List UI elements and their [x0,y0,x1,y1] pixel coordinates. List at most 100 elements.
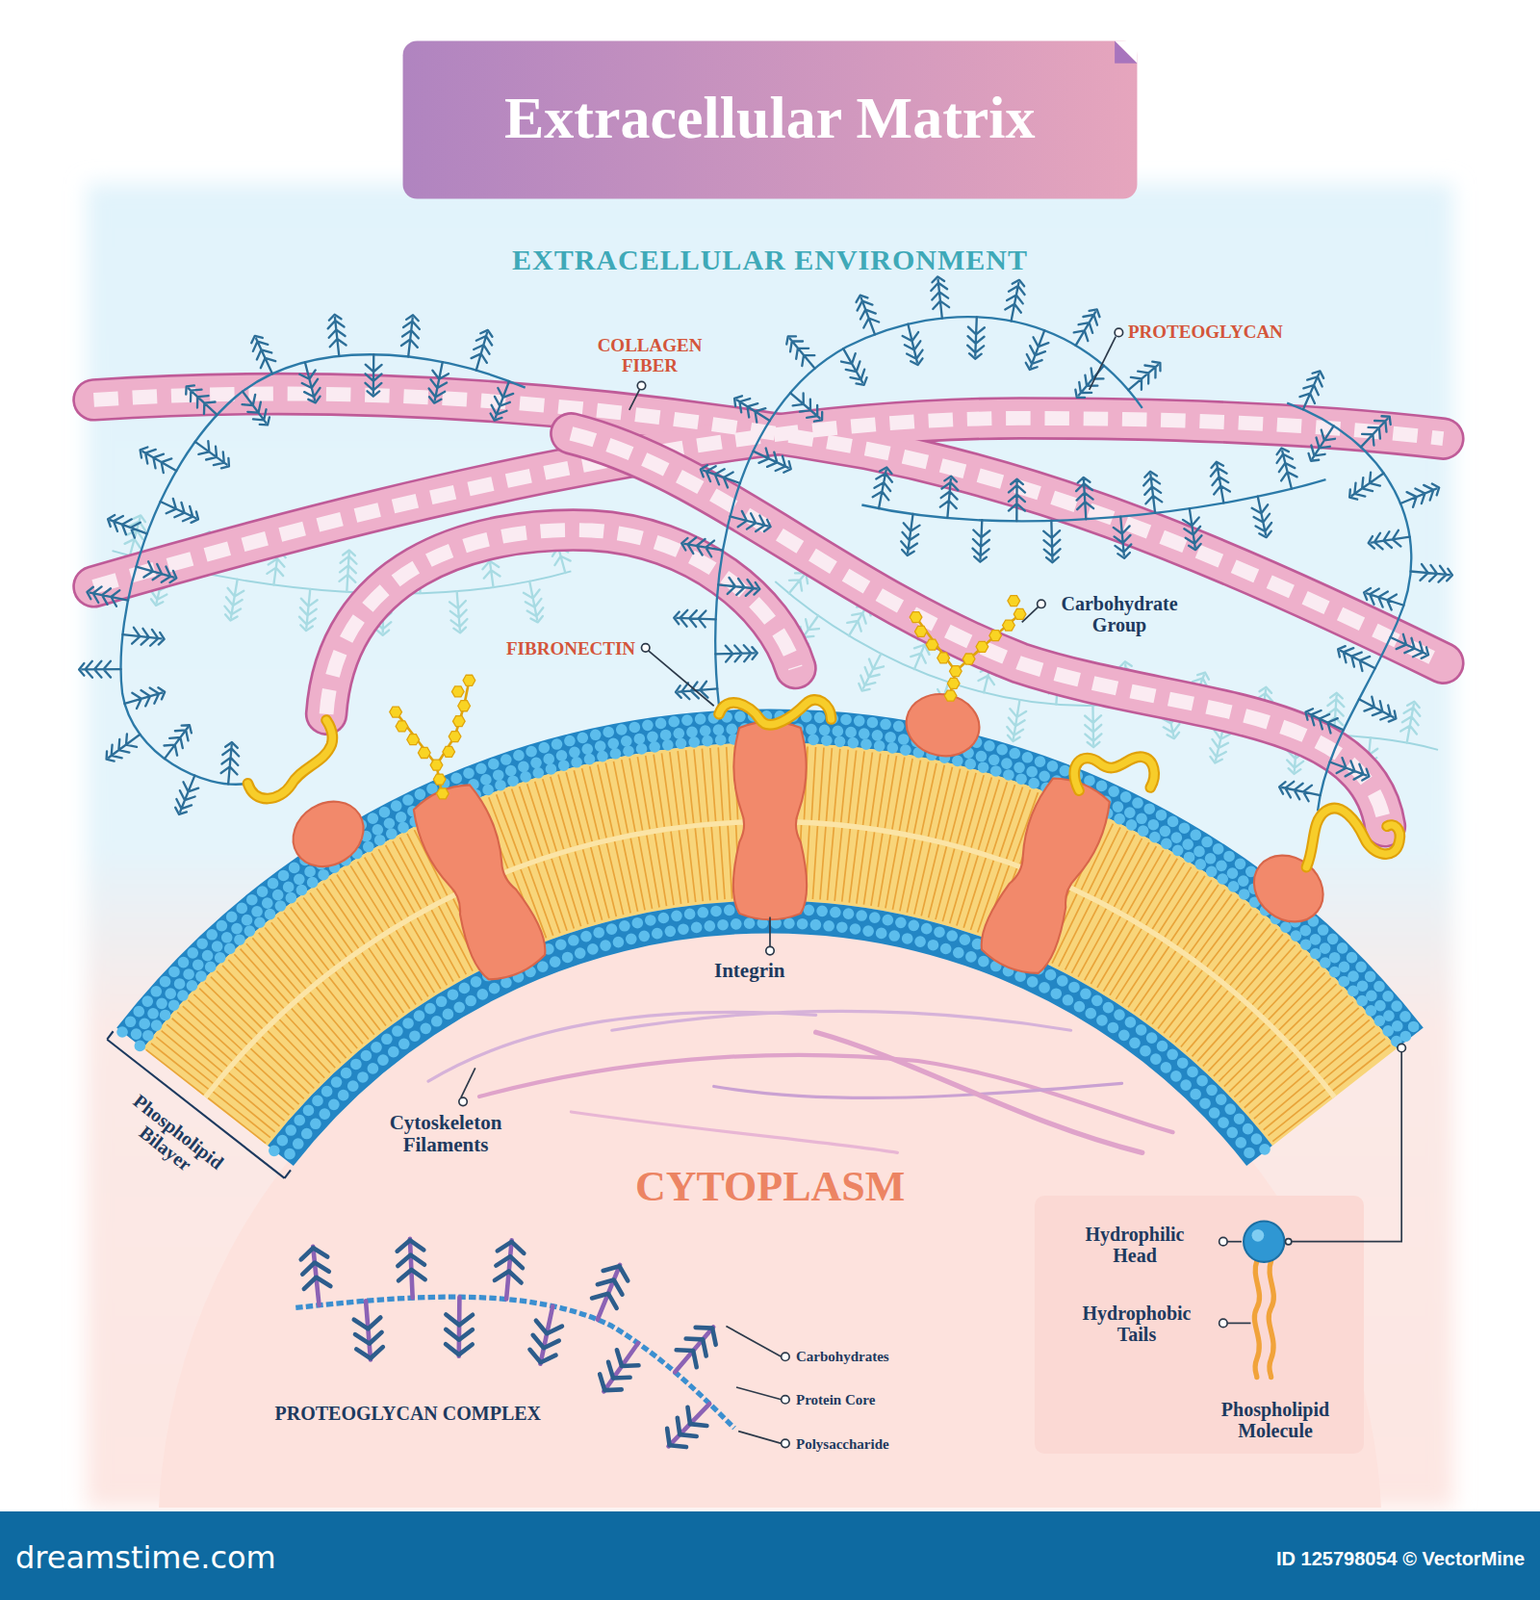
proteoglycan-backbone [715,316,1143,706]
sugar [1002,619,1016,631]
peripheral-protein [1240,841,1336,935]
peripheral-protein [900,687,986,763]
proteoglycan-branch [448,590,468,634]
inset-box: Hydrophilic HeadHydrophobic TailsPhospho… [1034,1195,1364,1454]
proteoglycan-branch [1068,305,1104,350]
sugar-chain [395,680,469,798]
proteoglycan-branch [104,511,151,541]
proteoglycan-branch [222,577,246,622]
sugar [389,706,403,718]
banner [403,40,1138,199]
proteoglycan-backbone [1286,403,1412,812]
proteoglycan-branch [135,442,180,478]
proteoglycan-branch [854,649,889,694]
filament [479,1054,1174,1132]
proteoglycan-branch [1022,327,1053,373]
proteoglycan-branch [364,354,382,397]
part-label: Carbohydrate Group [1052,592,1187,637]
proteoglycan-branch [190,435,234,473]
proteoglycan-branch [749,443,796,477]
proteoglycan-branch [1334,641,1379,676]
figure-label: PROTEOGLYCAN COMPLEX [275,1402,542,1424]
part-label: PROTEOGLYCAN [1128,321,1284,342]
fibronectin-strand [1306,808,1400,868]
membrane-proteins [281,687,1337,988]
proteoglycan-branch [1075,476,1094,519]
lipid-tail [1254,1260,1259,1378]
footer-bar [0,1511,1540,1600]
proteoglycan-branch [102,727,146,766]
proteoglycan-branch [1273,445,1300,490]
proteoglycan-branch [659,1393,720,1455]
banner-fold [1114,40,1137,63]
proteoglycan-branch [1360,584,1407,614]
proteoglycan-branch [78,661,122,678]
proteoglycan-branch [1327,754,1373,785]
sugar [975,641,989,652]
leader-line [1288,1052,1403,1242]
phospholipid-bilayer [122,716,1418,1160]
sugar [407,734,420,745]
banner-corner [1114,40,1137,63]
proteoglycan-branch [939,475,960,519]
leader-line [461,1067,476,1098]
sugar [914,625,927,637]
filament [428,1011,817,1081]
leader-line [769,917,771,948]
sugar [1007,595,1021,607]
part-label: Phospholipid Molecule [1210,1398,1341,1442]
proteoglycan-branch [171,771,203,818]
leader-dots [459,328,1124,1447]
filament [570,1111,898,1153]
proteoglycan-branch [1366,528,1411,551]
proteoglycan-branch [1410,563,1454,584]
proteoglycan-branch [1398,699,1422,745]
fibronectin [247,699,1400,868]
part-label: Integrin [714,959,786,983]
proteoglycan-branch [727,508,772,535]
part-label: Carbohydrates [795,1348,890,1365]
collagen-fill [93,417,1443,587]
sugar [909,612,923,623]
proteoglycan-branch [1180,507,1204,551]
leader-dot [766,946,774,954]
fibronectin-strand [718,699,832,725]
proteoglycan-branch [235,386,275,431]
lipid-tail [1268,1260,1274,1378]
leader-line [725,1325,781,1357]
leader-dot [781,1395,790,1404]
fibronectin-strand [247,719,333,798]
fibronectin-strand [247,719,333,798]
proteoglycan-branch [338,549,358,592]
leader-dot [1219,1236,1228,1245]
part-label: COLLAGEN FIBER [587,334,713,377]
proteoglycan-branch [717,576,761,597]
region-label: EXTRACELLULAR ENVIRONMENT [512,243,1028,277]
proteoglycan-branch [133,558,179,586]
leader-dot [781,1438,790,1447]
sugar [989,630,1002,642]
proteoglycan-branch [1295,367,1328,413]
proteoglycan-branch [592,1334,649,1399]
lipid-heads [284,923,1255,1160]
fibronectin-strand [1074,756,1155,791]
leader-dot [781,1352,790,1361]
proteoglycan-branch [1008,479,1026,522]
sugar [1013,608,1027,619]
sugar [417,746,431,758]
leader-line [629,389,641,411]
proteoglycan-branch [929,275,950,319]
head-highlight [1252,1229,1265,1242]
fibronectin-strand [718,699,832,725]
proteoglycan-branch [680,535,725,559]
proteoglycan-branch [247,332,281,378]
proteoglycan-branch [157,719,197,764]
transmembrane-protein [974,770,1118,981]
transmembrane-protein [405,776,553,988]
part-label: Hydrophobic Tails [1072,1302,1203,1346]
proteoglycan-branch [1112,515,1133,560]
leader-dot [1284,1238,1291,1245]
proteoglycan-branch [85,584,130,609]
leader-line [1227,1240,1242,1243]
